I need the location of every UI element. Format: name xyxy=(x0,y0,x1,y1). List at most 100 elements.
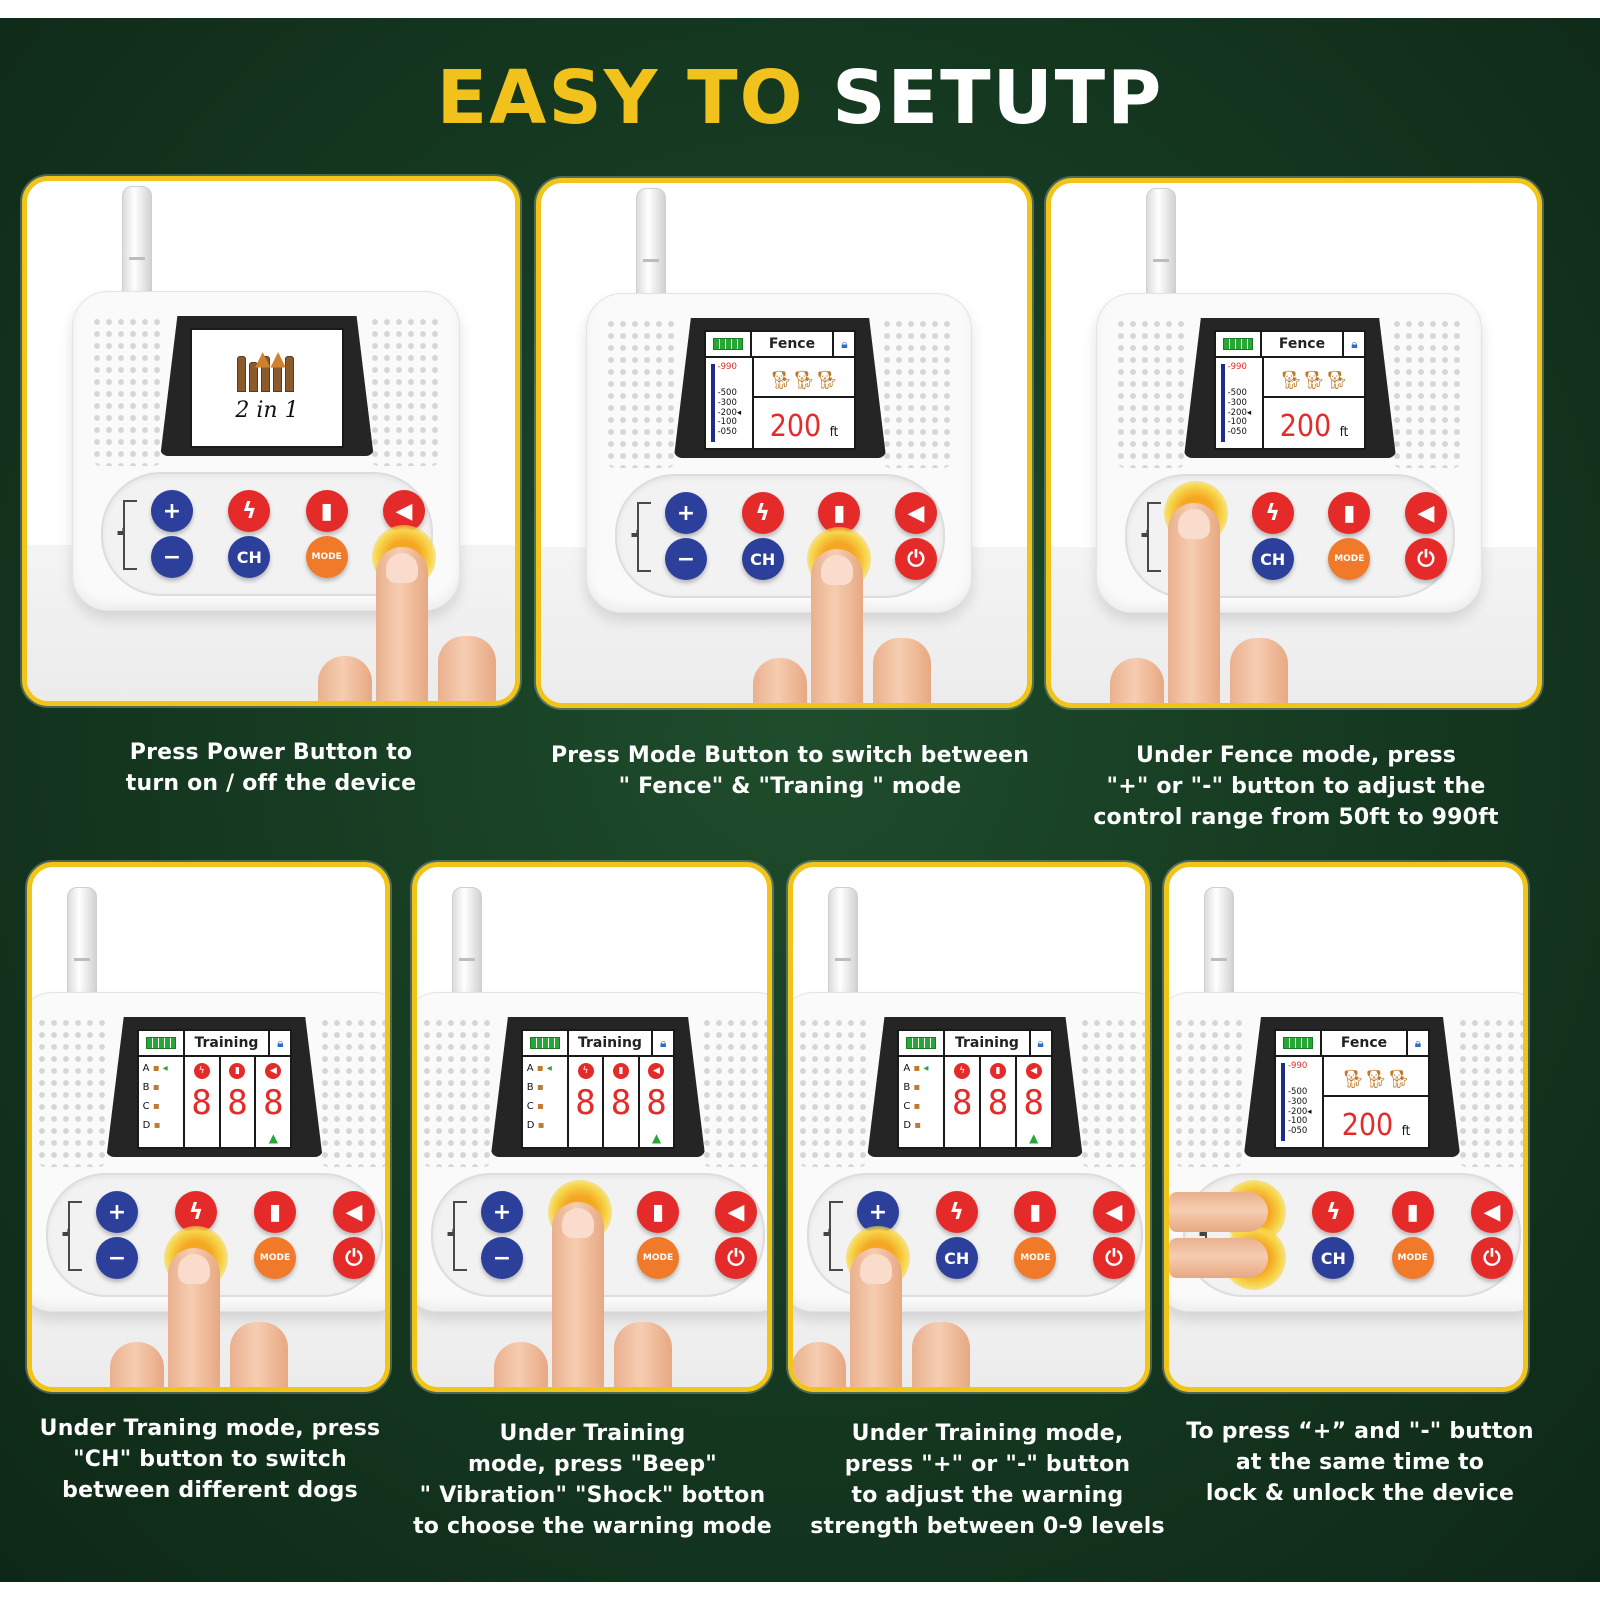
step-caption-2: Press Mode Button to switch between" Fen… xyxy=(520,740,1060,802)
vibration-button[interactable]: ▮ xyxy=(1328,492,1371,534)
shock-button[interactable]: ϟ xyxy=(1251,492,1294,534)
lock-bracket xyxy=(637,502,651,572)
dog-channel: C ▪ xyxy=(526,1101,544,1112)
power-button[interactable]: ⏻ xyxy=(1093,1237,1135,1279)
finger-icon xyxy=(1168,503,1220,703)
speaker-grille xyxy=(1079,1017,1145,1167)
minus-button[interactable]: − xyxy=(96,1237,138,1279)
dog-icon: ▪ xyxy=(536,1082,544,1093)
shock-icon: ϟ xyxy=(242,498,257,524)
ch-button[interactable]: CH xyxy=(228,536,271,578)
lock-bracket xyxy=(68,1201,82,1271)
fence-dogs-icon: 🐕︎🐕︎🐕︎ xyxy=(1263,364,1365,398)
mode-button[interactable]: MODE xyxy=(254,1237,296,1279)
beep-icon: ◀ xyxy=(345,1199,363,1225)
lock-icon: 🔓︎ xyxy=(1199,1225,1208,1240)
vibration-button[interactable]: ▮ xyxy=(1391,1191,1434,1233)
beep-button[interactable]: ◀ xyxy=(1405,492,1447,534)
plus-button[interactable]: + xyxy=(857,1191,899,1233)
vibration-icon: ▮ xyxy=(989,1063,1006,1079)
beep-button[interactable]: ◀ xyxy=(715,1191,757,1233)
caption-line: mode, press "Beep" xyxy=(468,1452,717,1477)
battery-icon xyxy=(523,1031,569,1055)
power-button[interactable]: ⏻ xyxy=(1405,538,1447,580)
beep-button[interactable]: ◀ xyxy=(1093,1191,1135,1233)
minus-button[interactable]: − xyxy=(665,538,707,580)
beep-button[interactable]: ◀ xyxy=(1471,1191,1513,1233)
shock-button[interactable]: ϟ xyxy=(1312,1191,1355,1233)
plus-button[interactable]: + xyxy=(96,1191,138,1233)
beep-button[interactable]: ◀ xyxy=(333,1191,375,1233)
ch-button[interactable]: CH xyxy=(1312,1237,1355,1279)
shock-button[interactable]: ϟ xyxy=(228,490,271,532)
mode-button[interactable]: MODE xyxy=(305,536,348,578)
minus-button[interactable]: − xyxy=(481,1237,523,1279)
scale-label: -990 xyxy=(1287,1061,1308,1071)
step-panel-5: Training🔒︎A ▪ ◂B ▪C ▪D ▪ϟ8▮8◀8▲🔓︎+ϟ▮◀−CH… xyxy=(412,862,772,1392)
scale-label: -990 xyxy=(1227,362,1247,372)
vibration-button[interactable]: ▮ xyxy=(637,1191,679,1233)
mode-button[interactable]: MODE xyxy=(637,1237,679,1279)
mode-button[interactable]: MODE xyxy=(1328,538,1371,580)
dog-channel-list: A ▪ ◂B ▪C ▪D ▪ xyxy=(899,1057,946,1147)
finger-icon xyxy=(793,1342,846,1387)
dog-icon: ▪ xyxy=(913,1063,921,1074)
range-value: 200 ft xyxy=(1324,1108,1428,1143)
plus-button[interactable]: + xyxy=(151,490,193,532)
shock-button[interactable]: ϟ xyxy=(741,492,784,534)
scale-label: -500 xyxy=(1287,1087,1308,1098)
caption-line: at the same time to xyxy=(1235,1450,1485,1475)
shock-icon: ϟ xyxy=(1326,1199,1341,1225)
finger-icon xyxy=(614,1322,672,1387)
caption-line: to adjust the warning xyxy=(851,1483,1124,1508)
vibration-button[interactable]: ▮ xyxy=(305,490,348,532)
plus-button[interactable]: + xyxy=(665,492,707,534)
beep-button[interactable]: ◀ xyxy=(383,490,425,532)
lcd-screen: ▲▲2 in 1 xyxy=(190,328,344,448)
finger-icon xyxy=(811,549,864,703)
vibration-icon: ▮ xyxy=(1406,1199,1419,1225)
power-icon: ⏻ xyxy=(345,1245,363,1271)
shock-button[interactable]: ϟ xyxy=(935,1191,978,1233)
minus-button[interactable]: − xyxy=(151,536,193,578)
range-scale: -990-500-300-200◂-100-050 xyxy=(1216,358,1264,448)
caption-line: press "+" or "-" button xyxy=(844,1452,1131,1477)
antenna-icon xyxy=(452,887,482,1002)
shock-icon: ϟ xyxy=(954,1063,971,1079)
level-column: ◀8▲ xyxy=(256,1057,290,1147)
dog-icon: ▪ xyxy=(153,1120,161,1131)
scale-label: -500 xyxy=(717,388,737,399)
dog-channel: D ▪ xyxy=(903,1120,922,1131)
scale-label: -990 xyxy=(717,362,737,372)
power-button[interactable]: ⏻ xyxy=(1471,1237,1513,1279)
vibration-button[interactable]: ▮ xyxy=(254,1191,296,1233)
mode-button[interactable]: MODE xyxy=(1391,1237,1434,1279)
battery-icon xyxy=(139,1031,185,1055)
beep-icon: ◀ xyxy=(907,500,925,526)
power-button[interactable]: ⏻ xyxy=(715,1237,757,1279)
caption-line: Press Power Button to xyxy=(129,740,413,765)
vibration-button[interactable]: ▮ xyxy=(1014,1191,1057,1233)
level-column: ▮8 xyxy=(981,1057,1017,1147)
step-panel-6: Training🔒︎A ▪ ◂B ▪C ▪D ▪ϟ8▮8◀8▲🔓︎+ϟ▮◀−CH… xyxy=(788,862,1150,1392)
lock-icon: 🔒︎ xyxy=(1342,332,1364,356)
finger-icon xyxy=(873,638,932,703)
plus-button[interactable]: + xyxy=(481,1191,523,1233)
speaker-grille xyxy=(1173,1017,1245,1167)
ch-button[interactable]: CH xyxy=(741,538,784,580)
power-button[interactable]: ⏻ xyxy=(333,1237,375,1279)
beep-button[interactable]: ◀ xyxy=(895,492,937,534)
lock-icon: 🔓︎ xyxy=(1141,526,1150,541)
mode-button[interactable]: MODE xyxy=(1014,1237,1057,1279)
caption-line: Under Fence mode, press xyxy=(1135,743,1457,768)
power-button[interactable]: ⏻ xyxy=(895,538,937,580)
ch-button[interactable]: CH xyxy=(1251,538,1294,580)
lock-icon: 🔓︎ xyxy=(823,1225,832,1240)
ch-button[interactable]: CH xyxy=(935,1237,978,1279)
vibration-icon: ▮ xyxy=(833,500,846,526)
lock-bracket xyxy=(829,1201,843,1271)
dog-icon: ▪ xyxy=(152,1101,160,1112)
scale-label: -200◂ xyxy=(717,407,742,418)
